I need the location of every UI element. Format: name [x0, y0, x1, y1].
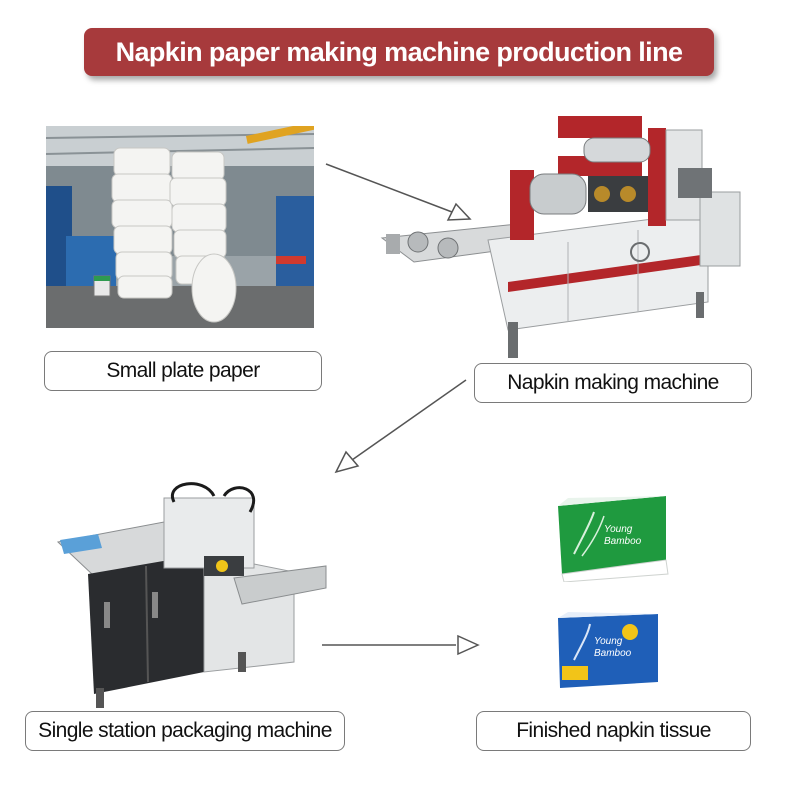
green-package-brand-line2: Bamboo	[604, 536, 642, 547]
finished-napkin-tissue-label-box: Finished napkin tissue	[476, 711, 751, 751]
arrow-to-napkin-machine	[325, 163, 453, 213]
title-banner: Napkin paper making machine production l…	[84, 28, 714, 76]
napkin-making-machine-photo	[378, 112, 746, 360]
small-plate-paper-photo	[46, 126, 314, 328]
packaging-machine-photo	[54, 482, 328, 710]
finished-napkin-tissue-label: Finished napkin tissue	[516, 719, 711, 742]
small-plate-paper-label: Small plate paper	[106, 359, 260, 382]
blue-package-brand-line2: Bamboo	[594, 648, 632, 659]
arrow-head-to-finished-tissue	[457, 634, 480, 656]
green-package-brand-line1: Young	[604, 524, 633, 535]
arrow-to-packaging-machine	[351, 379, 467, 461]
blue-napkin-package: Young Bamboo	[556, 610, 660, 690]
arrow-head-to-napkin-machine	[446, 202, 472, 221]
napkin-making-machine-label-box: Napkin making machine	[474, 363, 752, 403]
blue-package-brand-line1: Young	[594, 636, 623, 647]
packaging-machine-label-box: Single station packaging machine	[25, 711, 345, 751]
green-napkin-package: Young Bamboo	[554, 494, 670, 582]
packaging-machine-label: Single station packaging machine	[38, 719, 332, 742]
arrow-head-to-packaging-machine	[334, 450, 360, 474]
napkin-making-machine-label: Napkin making machine	[507, 371, 719, 394]
page-title: Napkin paper making machine production l…	[115, 36, 683, 67]
small-plate-paper-label-box: Small plate paper	[44, 351, 322, 391]
